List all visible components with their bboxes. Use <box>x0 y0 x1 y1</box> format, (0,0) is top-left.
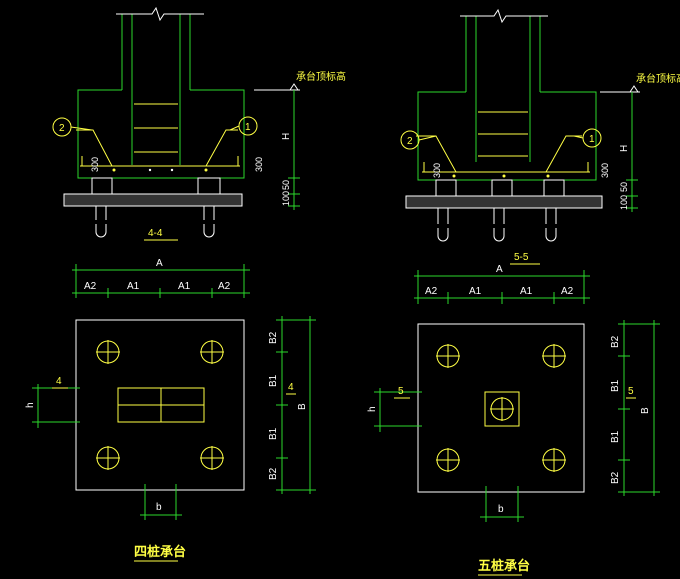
dimension-label: 5 <box>398 386 404 397</box>
dimension-label: 5-5 <box>514 252 529 263</box>
dimension-label: A2 <box>218 281 231 292</box>
dimension-label: h <box>25 402 36 408</box>
drawing-stroke <box>418 135 437 141</box>
dimension-label: A1 <box>127 281 140 292</box>
dimension-label: B2 <box>610 471 621 484</box>
dimension-label: A2 <box>561 286 574 297</box>
dimension-label: H <box>619 145 630 152</box>
drawing-stroke <box>95 224 107 238</box>
dimension-label: 1 <box>245 122 251 133</box>
dimension-label: 4-4 <box>148 228 163 239</box>
dimension-label: B1 <box>610 379 621 392</box>
drawing-stroke <box>543 179 565 196</box>
dimension-label: B1 <box>268 427 279 440</box>
dimension-label: A <box>156 258 163 269</box>
dimension-label: 2 <box>407 136 413 147</box>
drawing-stroke <box>112 168 116 172</box>
break-line-icon <box>460 8 548 24</box>
dimension-label: A2 <box>84 281 97 292</box>
drawing-stroke <box>629 85 639 93</box>
right-plan-view: A A2 A1 A1 A2 B2 B1 B1 B2 B 5 h 5 <box>367 264 660 576</box>
dimension-label: 4 <box>288 382 294 393</box>
dimension-label: B1 <box>268 374 279 387</box>
drawing-stroke <box>170 168 174 172</box>
dimension-label: A <box>496 264 503 275</box>
dimension-label: 300 <box>600 163 610 178</box>
dimension-label: 四桩承台 <box>134 544 186 560</box>
dimension-label: A1 <box>469 286 482 297</box>
dimension-label: 4 <box>56 376 62 387</box>
dimension-label: 100 <box>281 191 291 206</box>
drawing-stroke <box>452 174 456 178</box>
dimension-label: A1 <box>178 281 191 292</box>
dimension-label: b <box>156 502 162 513</box>
dimension-label: B1 <box>610 430 621 443</box>
dimension-label: A2 <box>425 286 438 297</box>
dimension-label: 承台顶标高 <box>636 72 680 85</box>
drawing-stroke <box>435 179 457 196</box>
dimension-label: 100 <box>619 195 629 210</box>
dimension-label: 1 <box>589 134 595 145</box>
dimension-label: 300 <box>254 157 264 172</box>
drawing-stroke <box>203 224 215 238</box>
dimension-label: B <box>297 403 308 410</box>
drawing-stroke <box>437 228 449 242</box>
dimension-label: B2 <box>268 467 279 480</box>
drawing-stroke <box>417 323 585 493</box>
dimension-label: 5 <box>628 386 634 397</box>
dimension-label: 50 <box>619 182 629 192</box>
column-outline <box>484 391 520 427</box>
drawing-stroke <box>229 125 240 131</box>
drawing-stroke <box>76 129 113 167</box>
dimension-label: 300 <box>432 163 442 178</box>
drawing-stroke <box>502 174 506 178</box>
dimension-label: 2 <box>59 123 65 134</box>
drawing-stroke <box>91 177 113 194</box>
drawing-stroke <box>70 126 93 131</box>
left-section-view: 2 1 300 300 承台顶标高 H 50 100 4-4 <box>52 6 346 241</box>
dimension-label: 承台顶标高 <box>296 70 346 83</box>
dimension-label: B2 <box>268 331 279 344</box>
right-section-view: 2 1 300 300 承台顶标高 H 50 100 5-5 <box>400 8 680 265</box>
drawing-stroke <box>545 135 582 173</box>
drawing-stroke <box>77 89 245 179</box>
drawing-stroke <box>197 177 221 194</box>
drawing-stroke <box>491 179 513 196</box>
break-line-icon <box>116 6 204 22</box>
drawing-stroke <box>148 168 152 172</box>
drawing-stroke <box>545 228 557 242</box>
drawing-stroke <box>546 174 550 178</box>
dimension-label: 50 <box>281 180 291 190</box>
drawing-stroke <box>573 135 584 139</box>
drawing-stroke <box>405 195 603 209</box>
drawing-stroke <box>75 319 245 491</box>
dimension-label: A1 <box>520 286 533 297</box>
drawing-stroke <box>289 83 299 91</box>
dimension-label: 五桩承台 <box>478 558 530 574</box>
drawing-stroke <box>205 129 238 167</box>
dimension-label: b <box>498 504 504 515</box>
dimension-label: H <box>281 133 292 140</box>
drawing-stroke <box>493 228 505 242</box>
dimension-label: 300 <box>90 157 100 172</box>
left-plan-view: A A2 A1 A1 A2 B2 B1 B1 B2 B 4 <box>25 258 316 562</box>
dimension-label: B2 <box>610 335 621 348</box>
dimension-label: B <box>640 407 651 414</box>
drawing-stroke <box>204 168 208 172</box>
drawing-stroke <box>63 193 243 207</box>
dimension-label: h <box>367 406 378 412</box>
